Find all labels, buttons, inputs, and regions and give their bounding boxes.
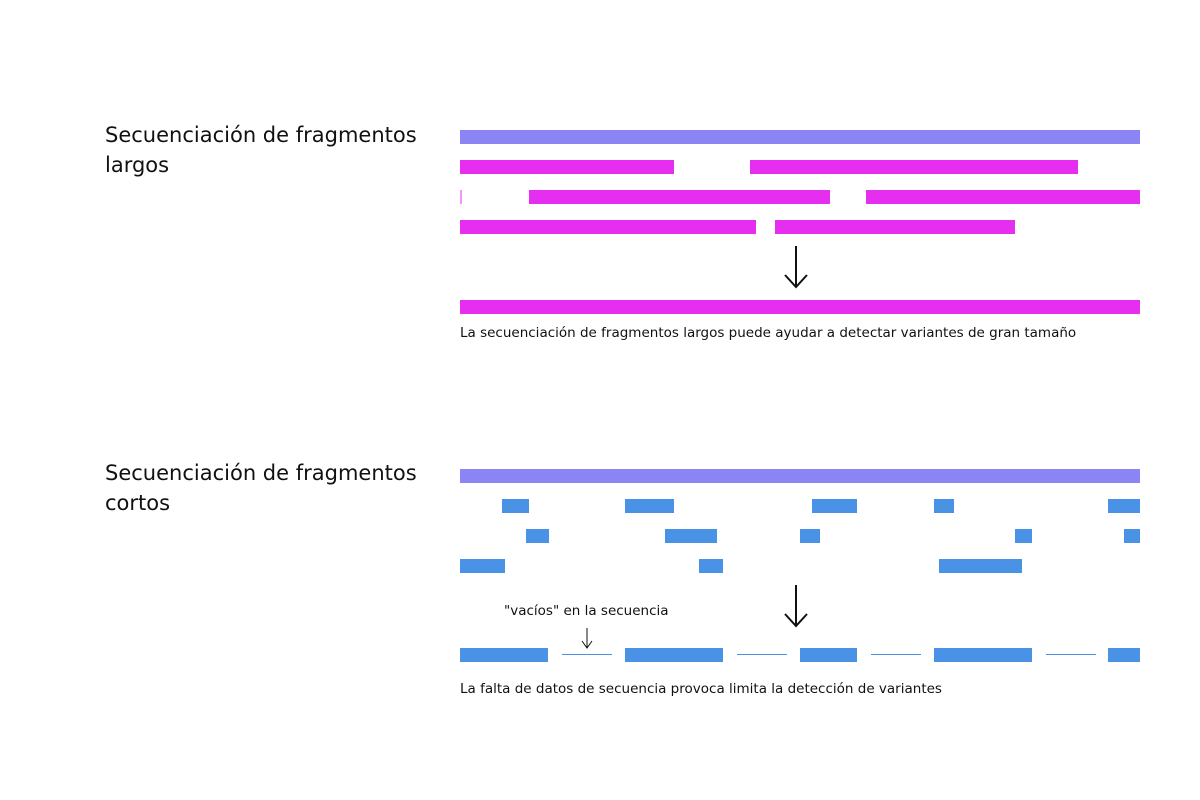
long-read (529, 190, 830, 204)
assembled-segment (625, 648, 723, 662)
reference-sequence-bar (460, 130, 1140, 144)
long-read (460, 160, 674, 174)
long-read (750, 160, 1078, 174)
short-reads-title: Secuenciación de fragmentos cortos (105, 461, 417, 515)
long-read (460, 220, 756, 234)
assembled-segment (800, 648, 857, 662)
short-read (939, 559, 1022, 573)
assembled-segment (934, 648, 1032, 662)
gap-label: "vacíos" en la secuencia (504, 603, 669, 619)
short-reads-diagram: "vacíos" en la secuencia La falta de dat… (460, 467, 1140, 707)
short-read (665, 529, 717, 543)
assembled-segment (460, 648, 548, 662)
short-read (1108, 499, 1140, 513)
arrow-down-icon (784, 585, 808, 628)
short-read (502, 499, 529, 513)
long-read (866, 190, 1140, 204)
short-read (1124, 529, 1140, 543)
long-read (460, 190, 462, 204)
short-read (800, 529, 820, 543)
short-read (812, 499, 857, 513)
short-read (526, 529, 549, 543)
short-read (934, 499, 954, 513)
assembled-segment (1108, 648, 1140, 662)
long-read (775, 220, 1015, 234)
short-read (625, 499, 674, 513)
sequence-gap-line (562, 654, 612, 655)
short-read (460, 559, 505, 573)
long-reads-diagram: La secuenciación de fragmentos largos pu… (460, 128, 1140, 368)
arrow-down-icon (784, 246, 808, 289)
assembled-sequence-bar (460, 300, 1140, 314)
sequence-gap-line (737, 654, 787, 655)
small-arrow-down-icon (581, 628, 593, 649)
sequence-gap-line (871, 654, 921, 655)
short-read (699, 559, 723, 573)
sequence-gap-line (1046, 654, 1096, 655)
long-reads-title: Secuenciación de fragmentos largos (105, 123, 417, 177)
short-read (1015, 529, 1032, 543)
long-reads-caption: La secuenciación de fragmentos largos pu… (460, 325, 1077, 341)
reference-sequence-bar (460, 469, 1140, 483)
short-reads-caption: La falta de datos de secuencia provoca l… (460, 681, 942, 697)
